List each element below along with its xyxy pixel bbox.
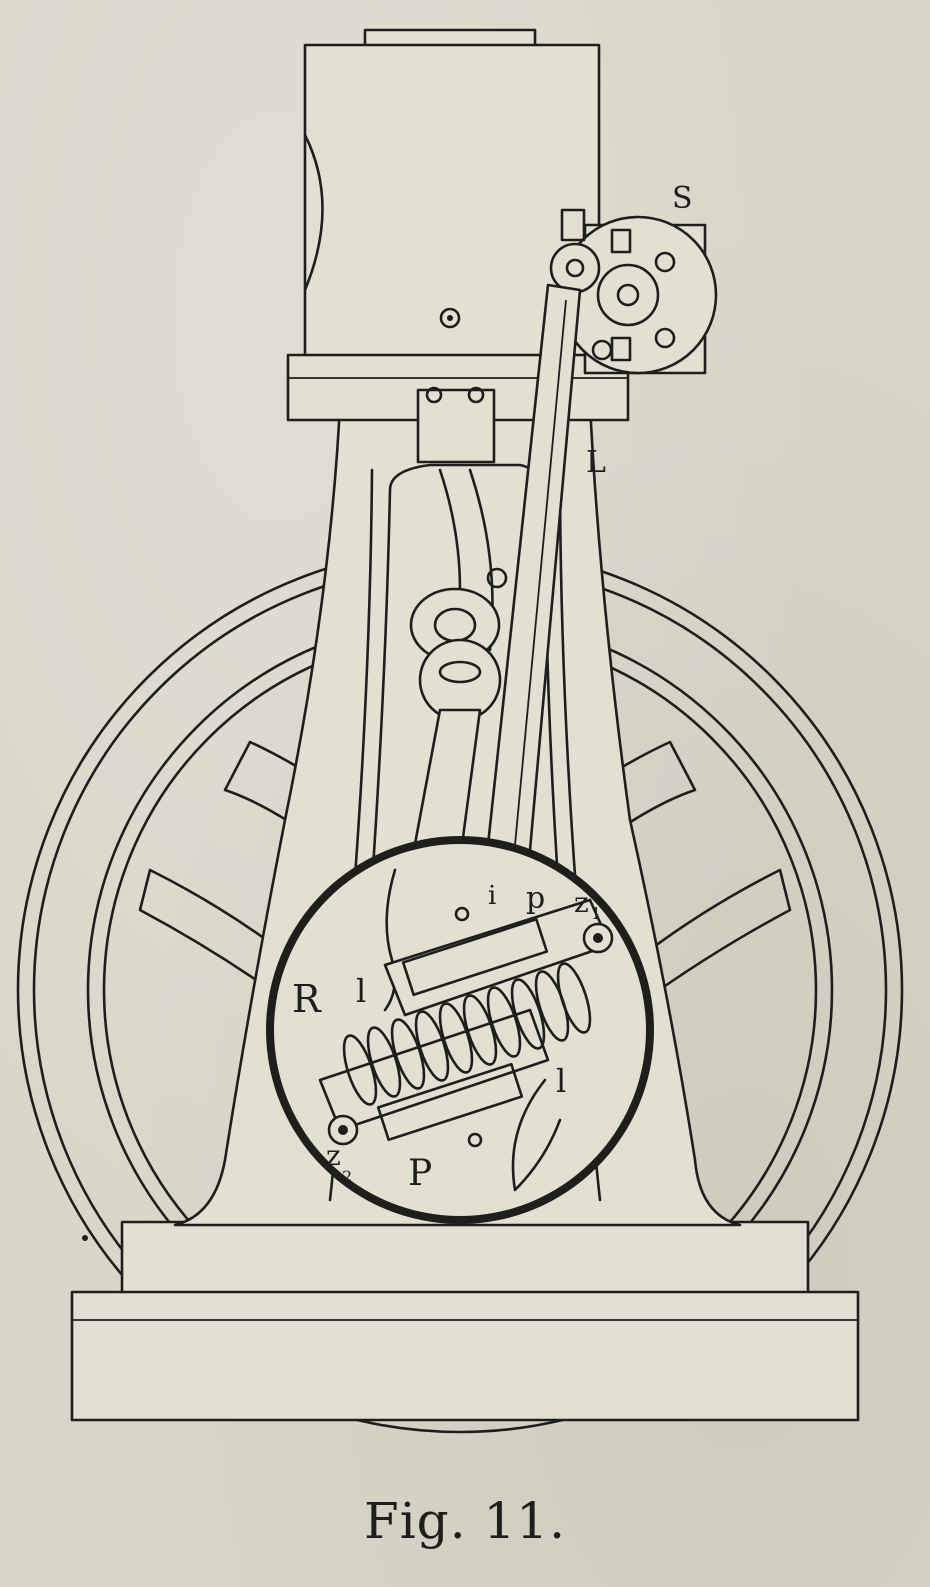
label-z2-subscript: 2 [342, 1167, 352, 1186]
label-p-top: p [526, 881, 545, 916]
label-i: i [488, 881, 496, 911]
base [70, 1220, 860, 1422]
connecting-rod [409, 468, 508, 862]
label-z2: z [326, 1139, 341, 1172]
label-l1-left: l [356, 972, 366, 1010]
label-z1: z [574, 886, 589, 919]
label-p-bottom: P [408, 1153, 432, 1194]
label-r: R [292, 977, 322, 1021]
label-z1-subscript: 1 [591, 904, 601, 923]
crank-disc [266, 836, 654, 1224]
label-l: L [586, 445, 606, 480]
spring [342, 962, 592, 1106]
label-l1-right: l [556, 1062, 566, 1100]
rivet-dot [82, 1235, 88, 1241]
figure-caption: Fig. 11. [364, 1492, 566, 1550]
label-s: S [672, 181, 693, 216]
governor-s [549, 208, 718, 375]
